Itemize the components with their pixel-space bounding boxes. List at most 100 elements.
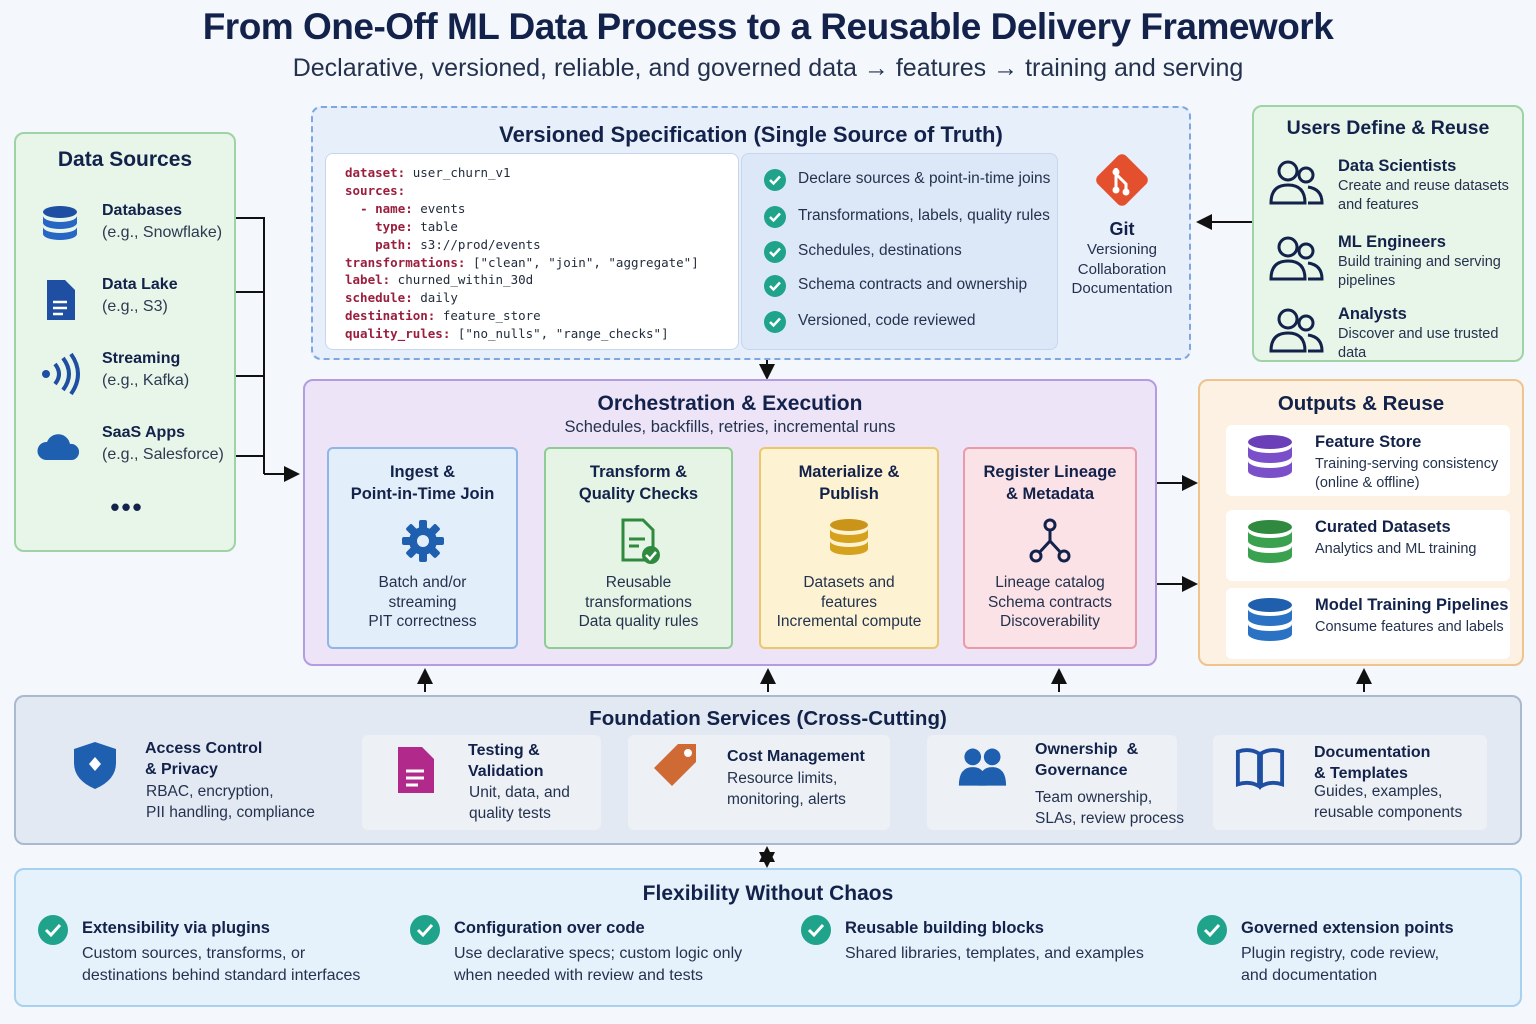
code-line: schedule: daily (345, 290, 458, 306)
git-icon (1096, 154, 1148, 206)
document-icon (47, 280, 75, 320)
check-circle-icon (764, 241, 786, 263)
page-title: From One-Off ML Data Process to a Reusab… (202, 6, 1334, 47)
git-label: Git (1109, 219, 1135, 239)
output-name: Curated Datasets (1315, 518, 1451, 536)
users-title: Users Define & Reuse (1286, 117, 1490, 139)
document-icon (398, 747, 434, 793)
flexibility-title: Flexibility Without Chaos (642, 882, 894, 905)
foundation-title: Foundation Services (Cross-Cutting) (589, 707, 947, 730)
code-line: path: s3://prod/events (375, 236, 541, 252)
check-circle-icon (38, 915, 68, 945)
foundation-desc: Resource limits,monitoring, alerts (727, 770, 846, 808)
spec-checklist: Declare sources & point-in-time joins Tr… (741, 153, 1058, 350)
code-line: quality_rules: ["no_nulls", "range_check… (345, 326, 669, 342)
database-icon (1248, 435, 1292, 478)
source-desc: (e.g., Snowflake) (102, 224, 223, 241)
tag-icon (654, 744, 696, 786)
check-circle-icon (1197, 915, 1227, 945)
code-line: - name: events (360, 200, 466, 216)
check-circle-icon (764, 206, 786, 228)
user-desc: Create and reuse datasets and features (1338, 178, 1509, 213)
users-panel: Users Define & Reuse Data Scientists Cre… (1252, 105, 1524, 362)
code-line: label: churned_within_30d (345, 272, 534, 288)
flexibility-desc: Use declarative specs; custom logic only… (454, 945, 743, 984)
database-icon (1248, 598, 1292, 641)
source-name: Streaming (102, 350, 181, 367)
foundation-name: Access Control& Privacy (145, 740, 263, 778)
stage-title: Transform &Quality Checks (578, 463, 699, 503)
foundation-name: Cost Management (727, 748, 865, 765)
gear-icon (401, 520, 444, 562)
foundation-name: Testing &Validation (468, 742, 544, 780)
flexibility-panel: Flexibility Without Chaos (14, 868, 1522, 1007)
flexibility-name: Reusable building blocks (845, 919, 1044, 937)
source-desc: (e.g., Kafka) (102, 372, 190, 389)
foundation-name: Ownership &Governance (1035, 741, 1139, 779)
page-subtitle: Declarative, versioned, reliable, and go… (292, 54, 1244, 82)
code-line: transformations: ["clean", "join", "aggr… (345, 254, 699, 270)
foundation-desc: RBAC, encryption,PII handling, complianc… (146, 783, 315, 821)
orchestration-title: Orchestration & Execution (597, 392, 863, 415)
source-desc: (e.g., Salesforce) (102, 446, 224, 463)
source-data-lake: Data Lake (e.g., S3) (38, 276, 234, 326)
flexibility-name: Extensibility via plugins (82, 919, 270, 937)
code-line: dataset: user_churn_v1 (345, 165, 511, 180)
source-streaming: Streaming (e.g., Kafka) (38, 350, 234, 400)
database-icon (1248, 520, 1292, 563)
code-line: destination: feature_store (345, 308, 541, 324)
stage-title: Materialize &Publish (798, 463, 900, 503)
source-desc: (e.g., S3) (102, 298, 168, 315)
document-check-icon (621, 518, 660, 564)
database-icon (830, 519, 868, 555)
orchestration-subtitle: Schedules, backfills, retries, increment… (564, 418, 896, 436)
user-name: Data Scientists (1338, 157, 1457, 175)
lineage-icon (1029, 518, 1071, 563)
check-circle-icon (764, 275, 786, 297)
foundation-cost: Cost Management Resource limits,monitori… (628, 735, 890, 830)
git-block: Git Versioning Collaboration Documentati… (1062, 150, 1182, 310)
outputs-title: Outputs & Reuse (1277, 392, 1445, 415)
stream-icon (42, 352, 80, 396)
stage-title: Ingest &Point-in-Time Join (350, 463, 495, 503)
git-feature: Versioning (1086, 241, 1158, 258)
flexibility-name: Configuration over code (454, 919, 645, 937)
output-feature-store: Feature Store Training-serving consisten… (1226, 425, 1510, 496)
data-sources-panel: Data Sources Databases (e.g., Snowflake)… (14, 132, 236, 552)
foundation-ownership: Ownership &Governance Team ownership,SLA… (927, 735, 1184, 830)
check-circle-icon (764, 311, 786, 333)
flexibility-name: Governed extension points (1241, 919, 1454, 937)
foundation-name: Documentation& Templates (1314, 744, 1431, 782)
flexibility-desc: Plugin registry, code review,and documen… (1241, 945, 1440, 984)
source-name: Databases (102, 202, 183, 219)
source-name: SaaS Apps (102, 424, 185, 441)
stage-lineage: Register Lineage& Metadata Lineage catal… (963, 447, 1137, 649)
foundation-desc: Guides, examples,reusable components (1314, 783, 1463, 821)
source-databases: Databases (e.g., Snowflake) (38, 202, 234, 252)
output-desc: Training-serving consistency (online & o… (1315, 456, 1499, 491)
more-sources-ellipsis: ••• (110, 492, 144, 522)
spec-code-block: dataset: user_churn_v1 sources: - name: … (325, 153, 739, 350)
cloud-icon (37, 434, 80, 460)
output-desc: Consume features and labels (1315, 619, 1504, 635)
user-group-icon (1269, 236, 1324, 281)
code-line: type: table (375, 218, 458, 234)
git-feature: Collaboration (1077, 260, 1167, 278)
output-model-training: Model Training Pipelines Consume feature… (1226, 588, 1510, 659)
shield-icon (74, 742, 116, 789)
foundation-access-control: Access Control& Privacy RBAC, encryption… (60, 735, 350, 830)
foundation-documentation: Documentation& Templates Guides, example… (1213, 735, 1487, 830)
foundation-desc: Team ownership,SLAs, review process (1035, 789, 1185, 827)
flexibility-desc: Shared libraries, templates, and example… (845, 945, 1144, 962)
output-curated-datasets: Curated Datasets Analytics and ML traini… (1226, 510, 1510, 581)
user-group-icon (1269, 308, 1324, 353)
